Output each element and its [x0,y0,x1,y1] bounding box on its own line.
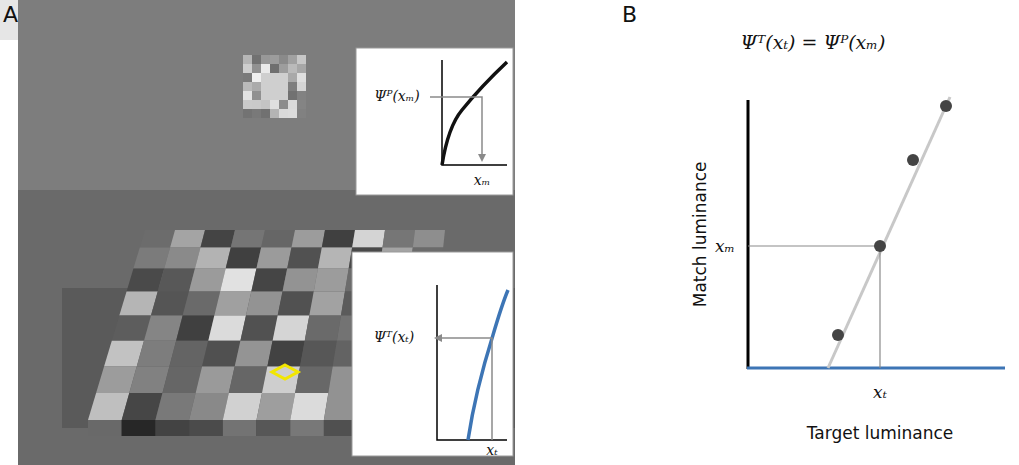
axis-title: Target luminance [807,424,954,443]
scene-background [18,0,515,465]
target-curve [468,290,508,440]
equation: Ψᵀ(xₜ) = Ψᴾ(xₘ) [741,32,886,53]
inset-panel [356,48,513,195]
axis-value: Ψᵀ(xₜ) [374,330,414,345]
panel-letter: A [3,3,18,27]
panel-letter: B [622,3,637,27]
inset-panel [352,252,513,456]
match-curve [442,62,507,165]
axis-value: xₜ [486,443,497,458]
y-axis [747,100,750,369]
axis-value: Ψᴾ(xₘ) [374,89,420,104]
axis-title: Match luminance [691,161,710,307]
target-marker [272,365,298,379]
axis-value: xₘ [474,173,490,188]
floating-patch [243,55,306,118]
x-axis [747,367,1005,370]
fit-line [828,97,950,368]
axis-value: xₜ [873,383,887,402]
floor [18,190,515,465]
data-points [832,100,952,341]
axis-value: xₘ [715,237,735,256]
